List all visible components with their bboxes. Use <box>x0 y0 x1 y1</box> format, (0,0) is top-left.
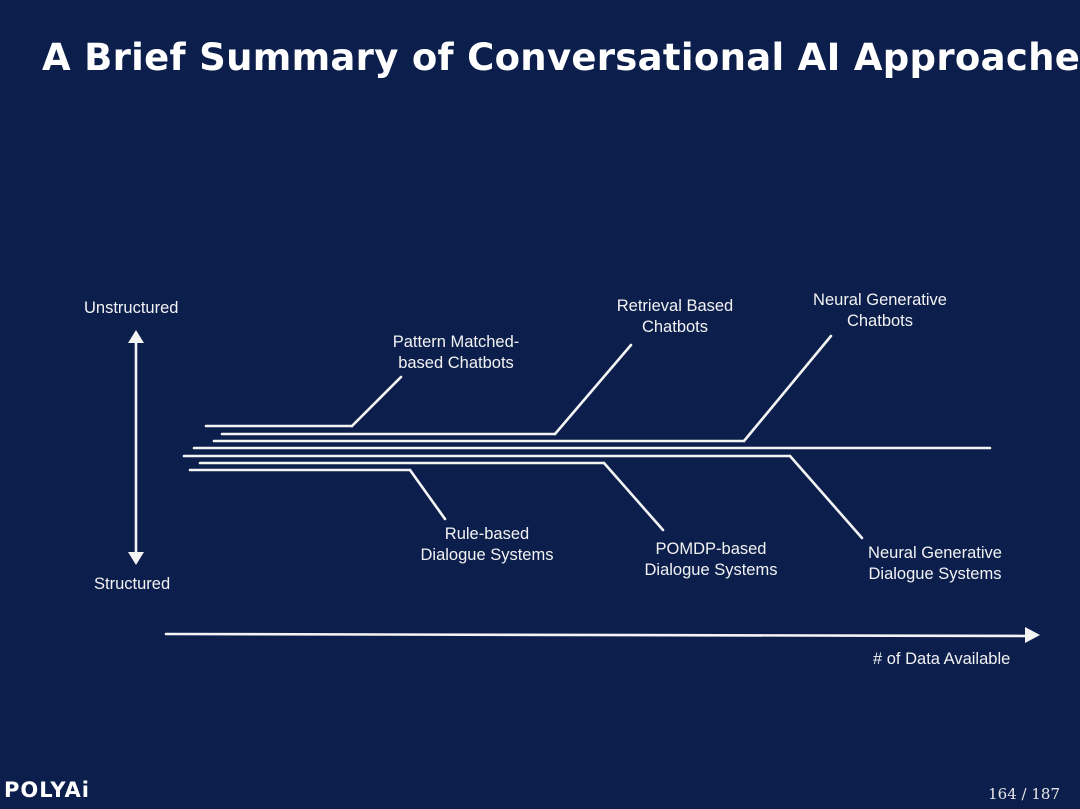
axis-label-data-available: # of Data Available <box>873 650 1011 668</box>
slide-title: A Brief Summary of Conversational AI App… <box>42 36 1080 79</box>
horizontal-axis-line <box>164 632 1028 638</box>
branch-line-neural-chatbots <box>742 334 833 443</box>
branch-label-pattern-matched: Pattern Matched- based Chatbots <box>392 333 520 372</box>
branch-line-pomdp <box>602 461 665 532</box>
polyai-logo: POLYAi <box>4 778 91 802</box>
branch-line-neural-dialogue <box>788 454 864 540</box>
branch-line-rule <box>408 468 447 521</box>
branch-label-pomdp: POMDP-based Dialogue Systems <box>644 540 778 579</box>
branch-label-rule-based: Rule-based Dialogue Systems <box>420 525 554 564</box>
axis-label-unstructured: Unstructured <box>84 299 179 317</box>
arrow-right-icon <box>1025 627 1040 643</box>
branch-line-retrieval <box>553 343 633 436</box>
branch-label-retrieval: Retrieval Based Chatbots <box>616 297 734 336</box>
branch-label-neural-chatbots: Neural Generative Chatbots <box>813 291 947 330</box>
page-number: 164 / 187 <box>988 785 1060 803</box>
branch-label-neural-dialogue: Neural Generative Dialogue Systems <box>868 544 1002 583</box>
branch-line-pattern <box>350 375 403 428</box>
arrow-up-icon <box>128 330 144 343</box>
axis-label-structured: Structured <box>94 575 171 593</box>
arrow-down-icon <box>128 552 144 565</box>
